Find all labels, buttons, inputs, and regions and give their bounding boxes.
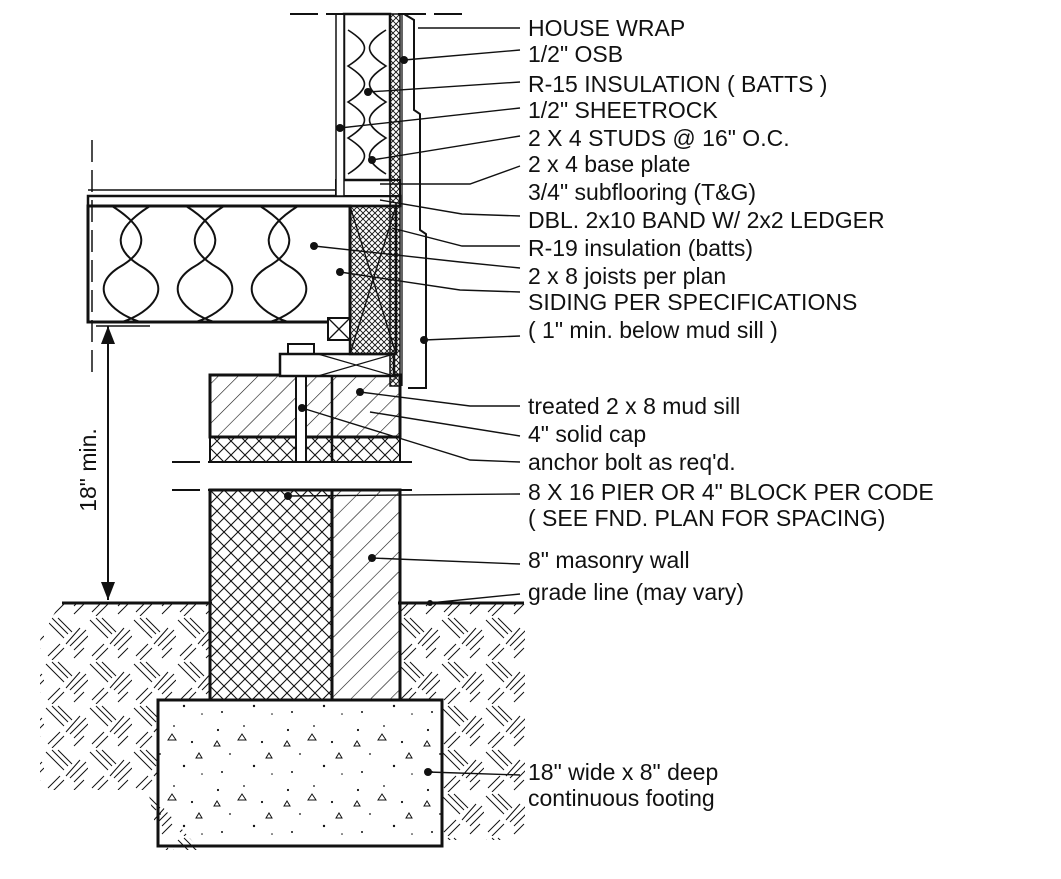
label-solid-cap: 4" solid cap (528, 421, 646, 447)
masonry-wall-lower (330, 488, 402, 702)
label-grade-line: grade line (may vary) (528, 579, 744, 605)
osb-sheathing (389, 13, 401, 387)
anchor-nut (287, 343, 315, 355)
label-osb: 1/2" OSB (528, 41, 623, 67)
r19-insulation-batts (102, 205, 308, 323)
label-band-ledger: DBL. 2x10 BAND W/ 2x2 LEDGER (528, 207, 885, 233)
callout-labels: HOUSE WRAP 1/2" OSB R-15 INSULATION ( BA… (528, 15, 934, 811)
label-mud-sill: treated 2 x 8 mud sill (528, 393, 740, 419)
label-pier-note: ( SEE FND. PLAN FOR SPACING) (528, 505, 885, 531)
label-pier-block: 8 X 16 PIER OR 4" BLOCK PER CODE (528, 479, 934, 505)
label-r15-insulation: R-15 INSULATION ( BATTS ) (528, 71, 827, 97)
r15-insulation-batts (346, 29, 388, 175)
label-footing: 18" wide x 8" deep (528, 759, 718, 785)
ledger-cross (327, 317, 351, 341)
leader-lines (287, 27, 521, 776)
mud-sill (278, 352, 396, 378)
label-siding-note: ( 1" min. below mud sill ) (528, 317, 778, 343)
label-studs: 2 X 4 STUDS @ 16" O.C. (528, 125, 790, 151)
label-anchor-bolt: anchor bolt as req'd. (528, 449, 736, 475)
label-sheetrock: 1/2" SHEETROCK (528, 97, 718, 123)
label-footing-note: continuous footing (528, 785, 715, 811)
dimension-label: 18" min. (75, 428, 101, 512)
label-masonry-wall: 8" masonry wall (528, 547, 690, 573)
floor-joist (86, 204, 352, 324)
label-house-wrap: HOUSE WRAP (528, 15, 685, 41)
label-base-plate: 2 x 4 base plate (528, 151, 690, 177)
label-siding: SIDING PER SPECIFICATIONS (528, 289, 857, 315)
pier-block (208, 488, 334, 702)
continuous-footing (156, 698, 444, 848)
stud (342, 12, 392, 182)
label-r19-insulation: R-19 insulation (batts) (528, 235, 753, 261)
mud-sill-cross (317, 353, 395, 377)
sheetrock (335, 13, 345, 197)
height-dimension (96, 325, 150, 600)
siding (403, 13, 427, 389)
leader-dots (284, 56, 433, 776)
label-joists: 2 x 8 joists per plan (528, 263, 726, 289)
band-joist-cross (349, 205, 397, 355)
label-subflooring: 3/4" subflooring (T&G) (528, 179, 756, 205)
